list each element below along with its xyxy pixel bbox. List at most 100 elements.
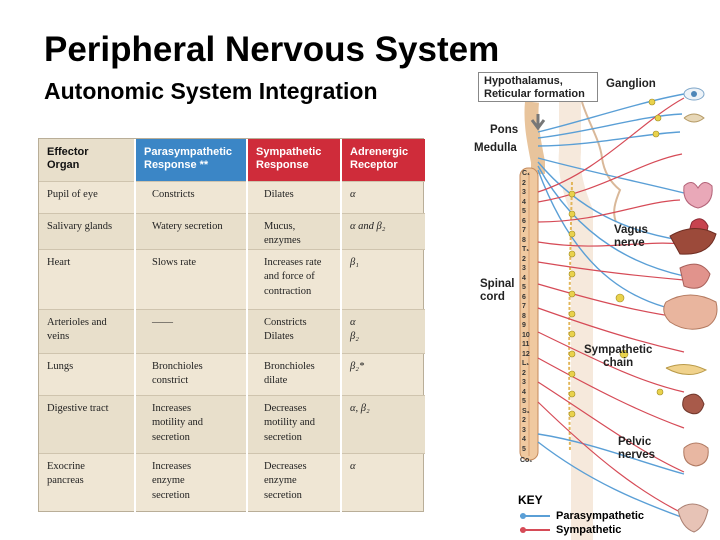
segment-label-c-2: 2 <box>522 179 526 187</box>
cell-organ: Lungs <box>39 352 135 395</box>
medulla-label: Medulla <box>474 142 517 154</box>
segment-label-c-6: 6 <box>522 217 526 225</box>
segment-label-c-5: 5 <box>522 208 526 215</box>
hypothalamus-label: Hypothalamus, Reticular formation <box>478 72 598 102</box>
sympathetic-paths <box>537 97 685 515</box>
cell-parasympathetic: Constricts <box>134 180 247 213</box>
sympathetic-key-line <box>520 527 550 533</box>
cell-sympathetic: Dilates <box>246 180 341 213</box>
cell-sympathetic: Increases rate and force of contraction <box>246 248 341 309</box>
cell-sympathetic: Decreases enzyme secretion <box>246 452 341 517</box>
segment-label-t-1: T₁ <box>522 246 530 253</box>
pancreas-icon <box>665 364 708 375</box>
segment-label-c-1: C₁ <box>522 170 530 177</box>
autonomic-pathway-diagram <box>519 87 718 540</box>
segment-label-c-3: 3 <box>522 189 526 196</box>
liver-icon <box>669 228 717 255</box>
segment-label-c-4: 4 <box>522 198 526 206</box>
segment-label-t-4: 4 <box>522 274 526 282</box>
kidney-icon <box>682 393 705 415</box>
segment-label-l-3: 3 <box>522 379 526 386</box>
key-sympathetic-label: Sympathetic <box>556 524 622 536</box>
segment-label-l-5: 5 <box>522 398 526 405</box>
segment-label-t-8: 8 <box>522 312 526 320</box>
key-sympathetic: Sympathetic <box>520 524 621 536</box>
effector-organ-table: Effector Organ Parasympathetic Response … <box>38 138 425 517</box>
cell-parasympathetic: Slows rate <box>134 248 247 309</box>
slide-title: Peripheral Nervous System <box>44 30 500 69</box>
bladder-icon <box>683 442 709 467</box>
pons-label: Pons <box>490 124 519 136</box>
parasympathetic-paths <box>537 93 689 519</box>
cell-receptor: α <box>340 180 425 213</box>
sympathetic-chain-label: Sympathetic chain <box>584 344 653 369</box>
cell-sympathetic: Bronchioles dilate <box>246 352 341 395</box>
segment-label-s-4: 4 <box>522 436 526 443</box>
cell-organ: Arterioles and veins <box>39 308 135 353</box>
cell-receptor: α and β₂ <box>340 212 425 249</box>
cell-parasympathetic: Increases enzyme secretion <box>134 452 247 517</box>
ganglia <box>568 98 664 418</box>
key-parasympathetic-label: Parasympathetic <box>556 510 645 522</box>
head-outline <box>581 101 622 223</box>
segment-label-coccygeal: Co₁ <box>520 457 533 464</box>
segment-label-l-2: 2 <box>522 369 526 377</box>
header-sympathetic-response: Sympathetic Response <box>246 139 341 181</box>
vagus-nerve-label: Vagus nerve <box>614 224 648 249</box>
cell-organ: Digestive tract <box>39 394 135 453</box>
cell-receptor: β₁ <box>340 248 425 309</box>
table-row: Exocrine pancreas Increases enzyme secre… <box>39 452 425 517</box>
cell-sympathetic: Constricts Dilates <box>246 308 341 353</box>
segment-label-t-9: 9 <box>522 322 526 329</box>
segment-label-l-4: 4 <box>522 388 526 396</box>
cell-receptor: α, β₂ <box>340 394 425 453</box>
segment-label-t-12: 12 <box>522 350 530 358</box>
segment-label-t-2: 2 <box>522 255 526 263</box>
segment-label-t-11: 11 <box>522 341 530 348</box>
cell-organ: Salivary glands <box>39 212 135 249</box>
header-parasympathetic-response: Parasympathetic Response ** <box>134 139 247 181</box>
cell-receptor: α <box>340 452 425 517</box>
key-title: KEY <box>518 493 543 507</box>
cell-organ: Exocrine pancreas <box>39 452 135 517</box>
cell-organ: Pupil of eye <box>39 180 135 213</box>
segment-label-l-1: L₁ <box>522 360 530 367</box>
table-row: Lungs Bronchioles constrict Bronchioles … <box>39 352 425 395</box>
cell-parasympathetic: —— <box>134 308 247 353</box>
brain-stem <box>524 101 545 174</box>
table-row: Digestive tract Increases motility and s… <box>39 394 425 453</box>
cell-receptor: α β₂ <box>340 308 425 353</box>
segment-label-t-6: 6 <box>522 293 526 301</box>
segment-label-t-10: 10 <box>522 331 530 339</box>
cell-parasympathetic: Increases motility and secretion <box>134 394 247 453</box>
cell-organ: Heart <box>39 248 135 309</box>
table-row: Pupil of eye Constricts Dilates α <box>39 180 425 213</box>
segment-label-c-7: 7 <box>522 227 526 234</box>
key-parasympathetic: Parasympathetic <box>520 510 644 522</box>
cell-parasympathetic: Bronchioles constrict <box>134 352 247 395</box>
reproductive-organ-icon <box>677 503 709 533</box>
lung-icon <box>683 182 713 209</box>
cell-sympathetic: Mucus, enzymes <box>246 212 341 249</box>
slide-subtitle: Autonomic System Integration <box>44 78 378 104</box>
parasympathetic-key-line <box>520 513 550 519</box>
header-effector-organ: Effector Organ <box>39 139 135 181</box>
down-arrow-icon <box>530 114 546 131</box>
table-row: Heart Slows rate Increases rate and forc… <box>39 248 425 309</box>
table-row: Arterioles and veins —— Constricts Dilat… <box>39 308 425 353</box>
segment-label-c-8: 8 <box>522 236 526 244</box>
salivary-gland-icon <box>683 113 705 123</box>
pelvic-nerves-label: Pelvic nerves <box>618 436 656 461</box>
stomach-icon <box>679 263 711 289</box>
segment-label-s-1: S₁ <box>522 407 530 415</box>
segment-label-s-3: 3 <box>522 426 526 434</box>
cell-receptor: β₂* <box>340 352 425 395</box>
segment-label-t-7: 7 <box>522 303 526 310</box>
ganglion-label: Ganglion <box>606 78 656 90</box>
table-row: Salivary glands Watery secretion Mucus, … <box>39 212 425 249</box>
segment-label-s-2: 2 <box>522 417 526 424</box>
header-adrenergic-receptor: Adrenergic Receptor <box>340 139 425 181</box>
cell-sympathetic: Decreases motility and secretion <box>246 394 341 453</box>
segment-label-s-5: 5 <box>522 445 526 453</box>
segment-label-t-3: 3 <box>522 265 526 272</box>
